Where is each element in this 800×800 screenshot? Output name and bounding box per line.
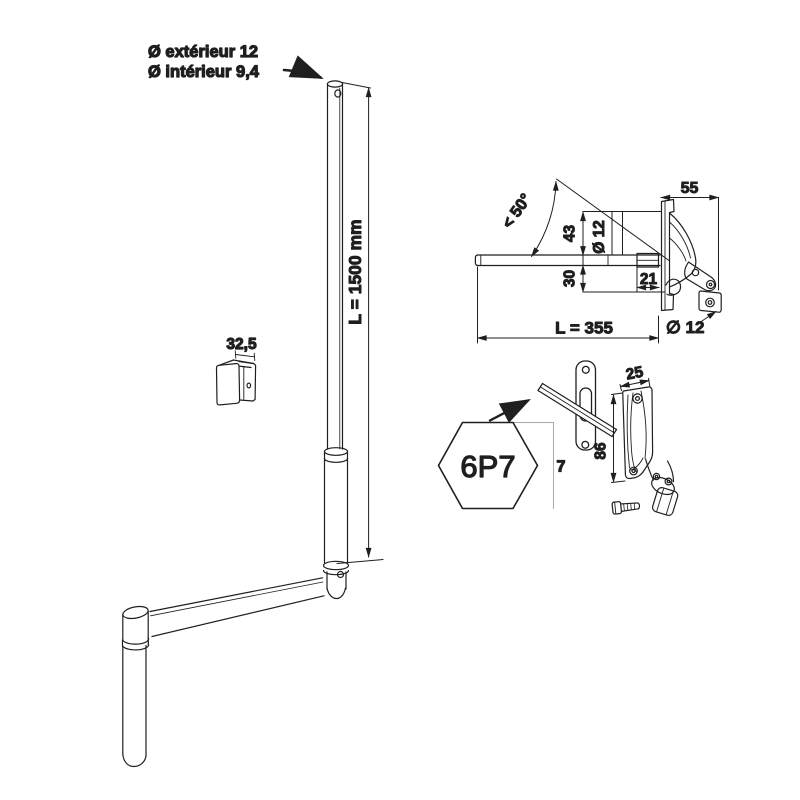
hole-diameter-label: ∅ 12 — [666, 318, 704, 337]
clip-hole — [246, 382, 252, 389]
side-view-detail: < 50° — [474, 178, 722, 344]
universal-joint — [644, 458, 679, 517]
diameter-callout-arrow — [282, 55, 324, 79]
pole-length-label: L = 1500 mm — [345, 219, 365, 324]
joint-pin — [336, 570, 345, 579]
pivot-plate-hole — [705, 297, 715, 308]
outer-diameter-label: Ø extérieur 12 — [148, 43, 258, 61]
angle-label: < 50° — [499, 191, 535, 232]
front-bracket — [622, 386, 654, 480]
bracket-hole-bottom — [629, 466, 638, 476]
mounting-plate — [575, 360, 597, 451]
inner-diameter-label: Ø intérieur 9,4 — [148, 63, 260, 81]
dim-43-label: 43 — [562, 225, 579, 243]
crank-sleeve — [322, 447, 350, 600]
dim-30-label: 30 — [562, 270, 579, 287]
angle-indicator: < 50° — [499, 178, 670, 261]
pole-length-dimension: L = 1500 mm — [336, 82, 384, 564]
bracket-height-label: 86 — [593, 442, 610, 460]
pivot-plate — [698, 290, 722, 313]
plate-hole-bottom — [581, 440, 590, 449]
screw — [611, 501, 641, 515]
hex-callout: 6P7 7 — [437, 398, 566, 510]
crank-assembly: Ø extérieur 12 Ø intérieur 9,4 L = 1500 … — [121, 42, 384, 768]
diameter-labels: Ø extérieur 12 Ø intérieur 9,4 — [147, 42, 324, 82]
hex-rod — [537, 382, 618, 438]
crank-arm — [149, 577, 325, 638]
front-view-detail: 6P7 7 — [437, 360, 679, 517]
front-dimensions: 25 86 — [592, 363, 651, 483]
hex-length-label: 21 — [640, 271, 658, 288]
hex-size-label: 7 — [557, 459, 566, 476]
hex-callout-arrow — [488, 398, 531, 423]
rod-diameter-label: Ø 12 — [591, 220, 608, 254]
clip-part: 32,5 — [215, 335, 258, 406]
crank-pole — [326, 80, 344, 450]
bracket-hole-top — [632, 393, 643, 404]
side-rod — [474, 252, 661, 268]
crank-grip — [121, 605, 150, 768]
plate-width-label: 25 — [625, 364, 646, 384]
side-bracket — [660, 198, 722, 313]
hex-profile-label: 6P7 — [460, 449, 515, 484]
plate-slot — [579, 387, 593, 422]
clip-size-label: 32,5 — [226, 336, 257, 353]
plate-hole-top — [581, 365, 590, 374]
side-dimensions: 43 30 Ø 12 55 21 L = 355 ∅ — [476, 180, 720, 344]
pole-top-hole — [334, 89, 342, 98]
bracket-depth-label: 55 — [681, 180, 699, 197]
rod-length-label: L = 355 — [555, 319, 613, 338]
